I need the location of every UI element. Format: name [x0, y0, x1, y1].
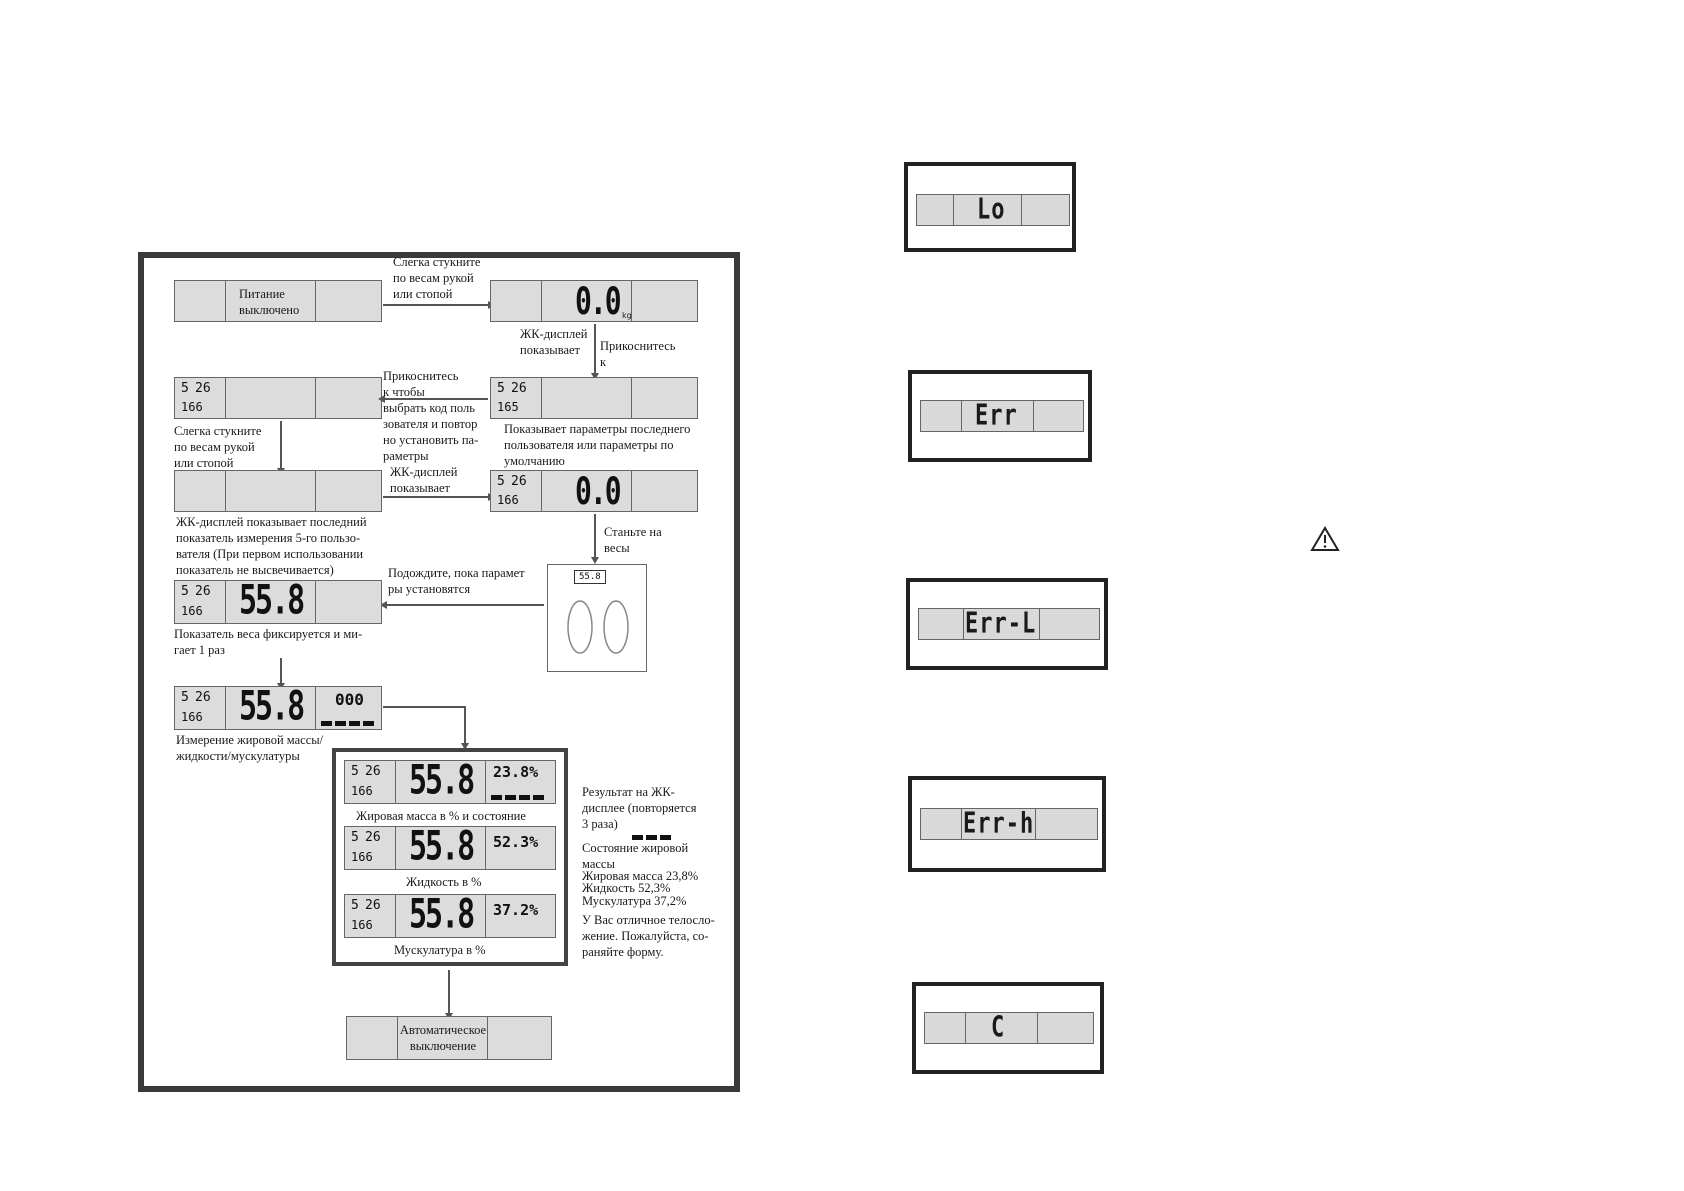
error-panel-c: C: [912, 982, 1104, 1074]
fat-line: Жировая масса 23,8%: [582, 869, 699, 883]
arrow-blank-to-zero: [383, 493, 495, 500]
error-panel-err: Err: [908, 370, 1092, 462]
measuring-dots: 000: [335, 690, 364, 709]
age-3: 26: [511, 474, 527, 489]
fat-value: 23.8%: [493, 763, 539, 781]
lcd-last-user-params: 5 26 165: [490, 377, 698, 419]
warning-icon: [1310, 526, 1340, 551]
measuring-text: Измерение жировой массы/ жидкости/мускул…: [176, 733, 324, 763]
height-3: 166: [497, 493, 519, 507]
lcd-blank-last: [174, 470, 382, 512]
lcd-shows-text-1: ЖК-дисплей показывает: [520, 327, 588, 357]
step-on-text: Станьте на весы: [604, 525, 662, 555]
weight-value-measure: 55.8: [239, 683, 305, 731]
user-code-5: 5: [181, 690, 189, 705]
age-8: 26: [365, 898, 381, 913]
lcd-zero-1: 0.0 kg: [490, 279, 698, 324]
weight-value-muscle: 55.8: [409, 891, 475, 939]
error-err-h: Err-h: [963, 808, 1035, 841]
zero-value-2: 0.0: [575, 469, 622, 514]
zero-value-1: 0.0: [575, 279, 622, 324]
user-code-3: 5: [497, 474, 505, 489]
age-2: 26: [511, 381, 527, 396]
weight-value-fat: 55.8: [409, 757, 475, 805]
arrow-zero-to-scale: [591, 514, 598, 564]
arrow-results-to-off: [445, 970, 452, 1020]
tap-scale-text-2: Слегка стукните по весам рукой или стопо…: [174, 424, 262, 470]
arrow-params-to-select: [378, 395, 488, 402]
error-panel-err-h: Err-h: [908, 776, 1106, 872]
water-line: Жидкость 52,3%: [582, 881, 671, 895]
user-code-4: 5: [181, 584, 189, 599]
lcd-power-off: Питание выключено: [174, 280, 382, 322]
kg-unit: kg: [622, 311, 632, 320]
touch-select-text: Прикоснитесь к чтобы выбрать код поль зо…: [383, 369, 479, 463]
arrow-power-to-zero: [383, 301, 495, 308]
height-6: 166: [351, 784, 373, 798]
state-bars-1: [321, 721, 374, 726]
arrow-weight-to-measure: [277, 658, 284, 690]
height-1: 166: [181, 400, 203, 414]
height-8: 166: [351, 918, 373, 932]
lcd-weight-flash: 5 26 166 55.8: [174, 577, 382, 625]
power-off-label: Питание выключено: [239, 287, 300, 317]
lcd-auto-off: Автоматическое выключение: [346, 1016, 552, 1060]
shows-last-user-text: Показывает параметры последнего пользова…: [504, 422, 691, 468]
lcd-muscle: 5 26 166 55.8 37.2%: [344, 891, 556, 939]
height-7: 166: [351, 850, 373, 864]
fat-state-text: Состояние жировой массы: [582, 841, 689, 871]
lcd-user-select: 5 26 166: [174, 377, 382, 419]
footprints-icon: [567, 600, 629, 654]
fat-caption: Жировая масса в % и состояние: [356, 809, 526, 823]
age-7: 26: [365, 830, 381, 845]
state-bars-fat: [491, 795, 544, 800]
line-measure-right: [383, 706, 465, 708]
error-err: Err: [975, 400, 1018, 433]
weight-value-water: 55.8: [409, 823, 475, 871]
state-bars-note: [632, 835, 671, 840]
error-panel-lo: Lo: [904, 162, 1076, 252]
muscle-value: 37.2%: [493, 901, 539, 919]
arrow-scale-to-weight: [380, 601, 544, 608]
user-code-8: 5: [351, 898, 359, 913]
age-6: 26: [365, 764, 381, 779]
tap-scale-text-1: Слегка стукните по весам рукой или стопо…: [393, 255, 481, 301]
error-panel-err-l: Err-L: [906, 578, 1108, 670]
water-caption: Жидкость в %: [406, 875, 482, 889]
lcd-shows-text-2: ЖК-дисплей показывает: [390, 465, 458, 495]
muscle-line: Мускулатура 37,2%: [582, 894, 687, 908]
arrow-measure-to-results: [461, 706, 468, 750]
age-1: 26: [195, 381, 211, 396]
user-code-7: 5: [351, 830, 359, 845]
arrow-zero-to-params: [591, 324, 598, 380]
error-err-l: Err-L: [965, 608, 1037, 641]
age-4: 26: [195, 584, 211, 599]
height-2: 165: [497, 400, 519, 414]
lcd-shows-last-text: ЖК-дисплей показывает последний показате…: [176, 515, 367, 577]
water-value: 52.3%: [493, 833, 539, 851]
user-code-6: 5: [351, 764, 359, 779]
lcd-measuring: 5 26 166 55.8 000: [174, 683, 382, 731]
height-4: 166: [181, 604, 203, 618]
muscle-caption: Мускулатура в %: [394, 943, 486, 957]
wait-params-text: Подождите, пока парамет ры установятся: [388, 566, 525, 596]
weight-value-flash: 55.8: [239, 577, 305, 625]
lcd-water: 5 26 166 55.8 52.3%: [344, 823, 556, 871]
height-5: 166: [181, 710, 203, 724]
user-code-2: 5: [497, 381, 505, 396]
age-5: 26: [195, 690, 211, 705]
touch-set-text: Прикоснитесь к: [600, 339, 676, 369]
plate-display: 55.8: [574, 570, 606, 584]
arrow-select-to-lastvalue: [277, 421, 284, 475]
error-c: C: [991, 1012, 1006, 1045]
lcd-fat: 5 26 166 55.8 23.8%: [344, 757, 556, 805]
advice-text: У Вас отличное телосло- жение. Пожалуйст…: [582, 913, 715, 959]
scale-plate-illustration: 55.8: [547, 564, 647, 672]
lcd-zero-2: 5 26 166 0.0: [490, 469, 698, 514]
weight-fixed-text: Показатель веса фиксируется и ми- гает 1…: [174, 627, 363, 657]
result-note: Результат на ЖК- дисплее (повторяется 3 …: [582, 785, 697, 831]
auto-off-label: Автоматическое выключение: [399, 1023, 487, 1053]
error-lo: Lo: [977, 194, 1006, 227]
user-code-1: 5: [181, 381, 189, 396]
